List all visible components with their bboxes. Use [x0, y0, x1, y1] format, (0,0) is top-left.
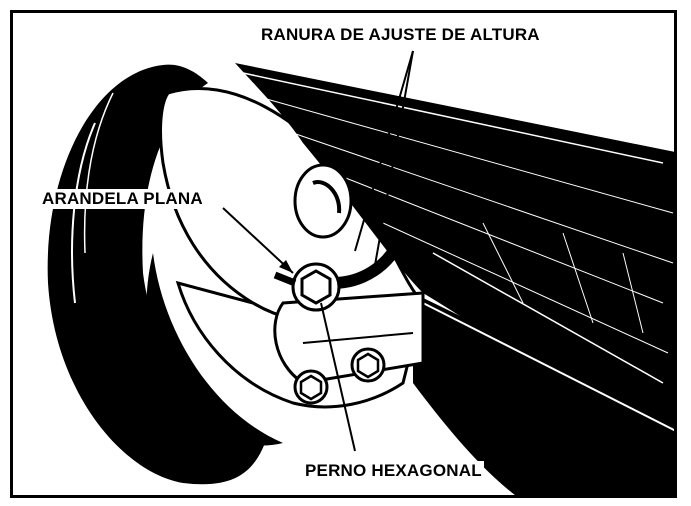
slot-leader-2	[374, 50, 414, 266]
height-adjust-slot-callout: RANURA DE AJUSTE DE ALTURA	[259, 25, 542, 45]
bolt-leader	[320, 302, 356, 452]
brush-bar	[413, 293, 674, 495]
hex-bolt-callout: PERNO HEXAGONAL	[303, 461, 484, 481]
slot-leader-1	[354, 50, 414, 252]
flat-washer-callout: ARANDELA PLANA	[40, 189, 205, 209]
washer-leader	[222, 207, 294, 274]
brush-assembly-illustration	[47, 50, 674, 495]
illustration-frame: RANURA DE AJUSTE DE ALTURA ARANDELA PLAN…	[10, 10, 677, 498]
hex-bolt-head	[300, 269, 332, 305]
wheel-tire	[47, 64, 265, 485]
pivot-knob	[293, 163, 353, 239]
height-adjust-slot	[327, 237, 404, 289]
brush-bristles	[235, 63, 674, 423]
